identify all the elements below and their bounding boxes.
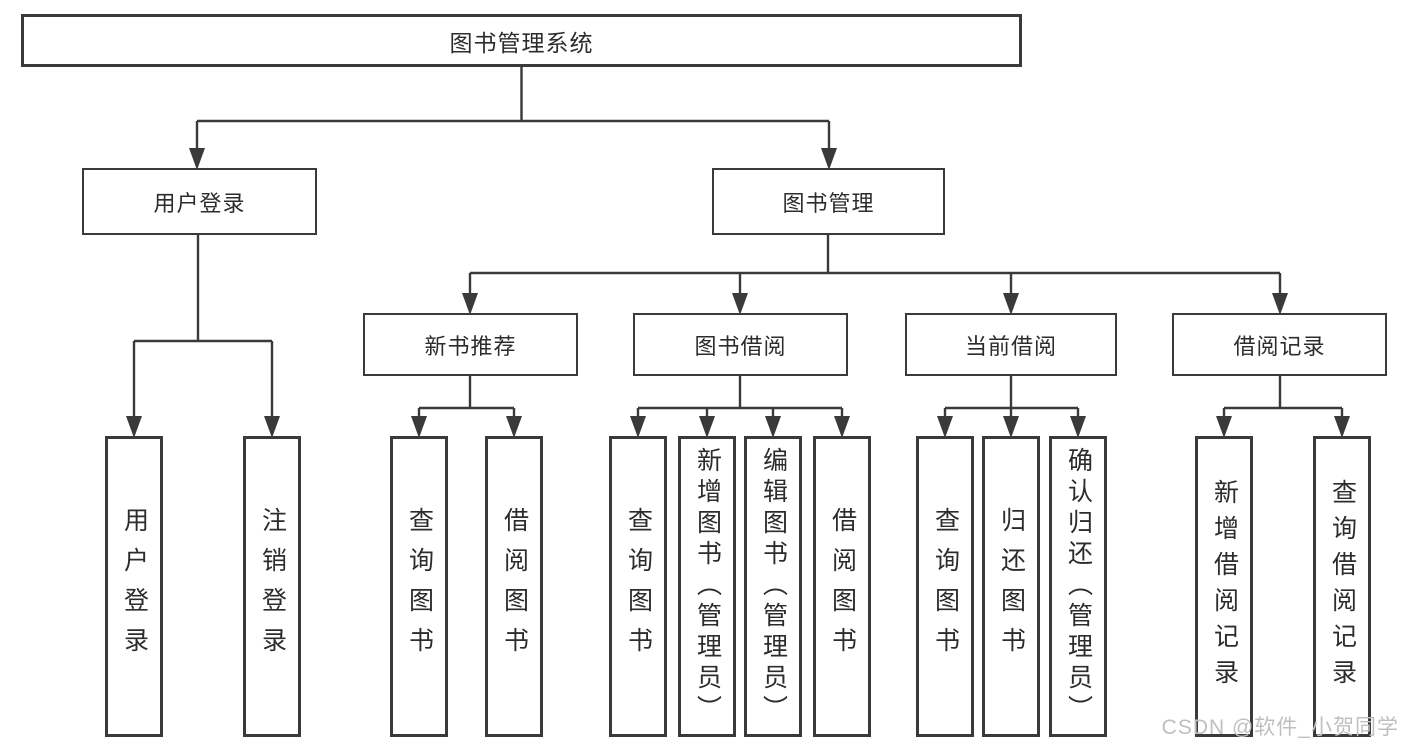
leaf-return-book: 归还图书 <box>982 436 1040 737</box>
arrowhead <box>630 416 646 438</box>
leaf-borrow-books-2: 借阅图书 <box>813 436 871 737</box>
node-new-book-recommend: 新书推荐 <box>363 313 578 376</box>
leaf-edit-book-admin: 编辑图书（管理员） <box>744 436 802 737</box>
leaf-label: 查询图书 <box>405 506 434 667</box>
leaf-label: 借阅图书 <box>500 506 529 667</box>
node-book-borrow: 图书借阅 <box>633 313 848 376</box>
leaf-query-borrow-record: 查询借阅记录 <box>1313 436 1371 737</box>
leaf-label: 查询借阅记录 <box>1328 478 1357 695</box>
leaf-label: 借阅图书 <box>828 506 857 667</box>
connector-book-management <box>468 235 1282 311</box>
leaf-label: 查询图书 <box>624 506 653 667</box>
arrowhead <box>834 416 850 438</box>
node-label: 图书借阅 <box>694 333 787 359</box>
arrowhead <box>506 416 522 438</box>
arrowhead <box>1003 416 1019 438</box>
node-current-borrow: 当前借阅 <box>905 313 1117 376</box>
leaf-label: 新增借阅记录 <box>1210 478 1239 695</box>
arrowhead <box>1070 416 1086 438</box>
arrowhead <box>1003 293 1019 315</box>
arrowhead <box>732 293 748 315</box>
connector-borrow-records <box>1222 376 1344 433</box>
arrowhead <box>264 416 280 438</box>
arrowhead <box>699 416 715 438</box>
leaf-logout: 注销登录 <box>243 436 301 737</box>
arrowhead <box>937 416 953 438</box>
arrowhead <box>462 293 478 315</box>
arrowhead <box>765 416 781 438</box>
connector-new-book <box>417 376 516 433</box>
connector-book-borrow <box>636 376 844 433</box>
arrowhead <box>411 416 427 438</box>
node-label: 图书管理系统 <box>449 29 594 56</box>
arrowhead <box>1216 416 1232 438</box>
leaf-user-login: 用户登录 <box>105 436 163 737</box>
leaf-borrow-books-1: 借阅图书 <box>485 436 543 737</box>
node-user-login: 用户登录 <box>82 168 317 235</box>
node-label: 借阅记录 <box>1233 333 1326 359</box>
leaf-query-books-1: 查询图书 <box>390 436 448 737</box>
leaf-label: 归还图书 <box>997 506 1026 667</box>
leaf-add-book-admin: 新增图书（管理员） <box>678 436 736 737</box>
arrowhead <box>189 148 205 170</box>
connector-root <box>195 67 831 166</box>
node-library-system: 图书管理系统 <box>21 14 1022 67</box>
leaf-label: 确认归还（管理员） <box>1064 447 1093 726</box>
watermark-text: CSDN @软件_小贺同学 <box>1161 716 1399 739</box>
node-label: 用户登录 <box>153 190 246 216</box>
arrowhead <box>821 148 837 170</box>
node-borrow-records: 借阅记录 <box>1172 313 1387 376</box>
node-book-management: 图书管理 <box>712 168 945 235</box>
arrowhead <box>1272 293 1288 315</box>
connector-user-login <box>132 235 274 433</box>
leaf-label: 查询图书 <box>931 506 960 667</box>
leaf-query-books-2: 查询图书 <box>609 436 667 737</box>
arrowhead <box>126 416 142 438</box>
leaf-query-books-3: 查询图书 <box>916 436 974 737</box>
node-label: 新书推荐 <box>424 333 517 359</box>
arrowhead <box>1334 416 1350 438</box>
leaf-label: 新增图书（管理员） <box>693 447 722 726</box>
leaf-confirm-return-admin: 确认归还（管理员） <box>1049 436 1107 737</box>
leaf-label: 编辑图书（管理员） <box>759 447 788 726</box>
leaf-add-borrow-record: 新增借阅记录 <box>1195 436 1253 737</box>
leaf-label: 注销登录 <box>258 506 287 667</box>
node-label: 图书管理 <box>782 190 875 216</box>
leaf-label: 用户登录 <box>120 506 149 667</box>
node-label: 当前借阅 <box>964 333 1057 359</box>
